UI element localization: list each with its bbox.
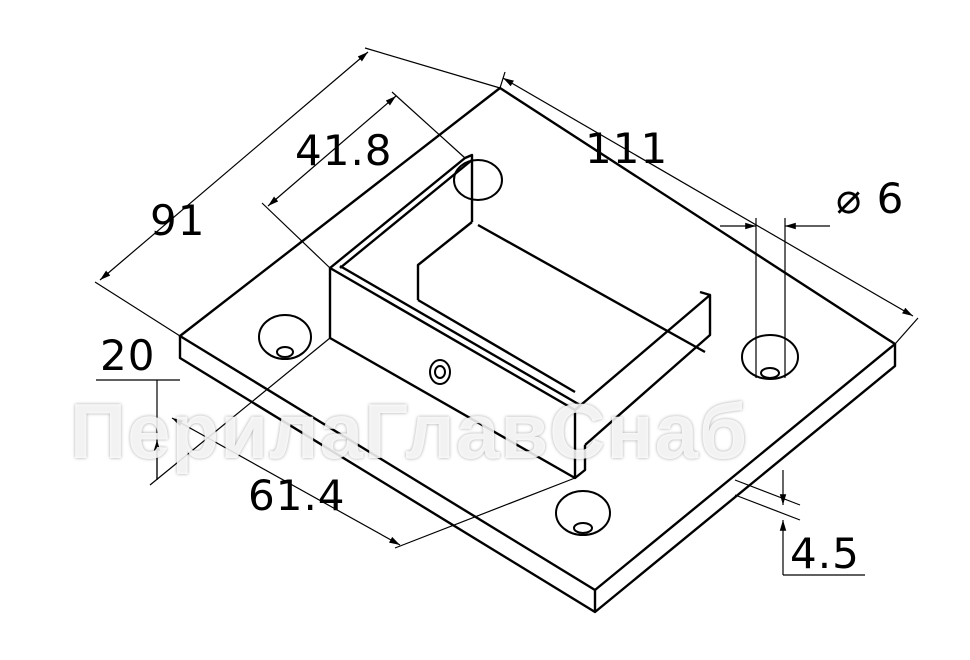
dim-label-41-8: 41.8	[295, 126, 393, 175]
dimension-lines	[94, 47, 919, 576]
mounting-holes	[258, 159, 799, 536]
watermark: ПерилаГлавСнаб	[70, 387, 749, 475]
base-plate	[178, 86, 897, 614]
dim-label-61-4: 61.4	[248, 471, 346, 520]
dim-label-111: 111	[585, 124, 669, 173]
dim-label-91: 91	[150, 196, 206, 245]
dim-label-4-5: 4.5	[790, 529, 860, 578]
set-screw-nut	[429, 359, 451, 385]
dim-label-hole-diameter: ⌀ 6	[836, 174, 905, 223]
dim-label-20: 20	[100, 331, 156, 380]
